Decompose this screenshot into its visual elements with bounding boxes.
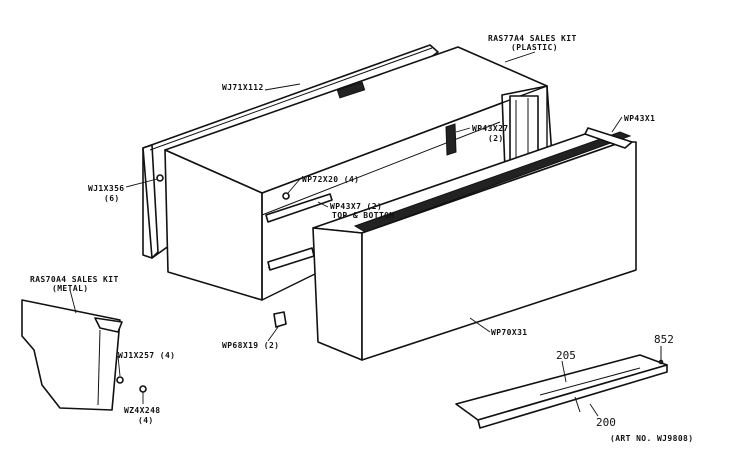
label-ras70a4: RAS70A4 SALES KIT — [30, 275, 119, 284]
part-labels: RAS77A4 SALES KIT (PLASTIC) WJ71X112 WP4… — [30, 34, 693, 443]
label-wp43x27: WP43X27 — [472, 124, 509, 133]
front-panel — [312, 127, 637, 361]
metal-side-kit — [21, 299, 147, 411]
label-ras77a4: RAS77A4 SALES KIT — [488, 34, 577, 43]
label-200: 200 — [596, 416, 616, 429]
label-plastic: (PLASTIC) — [511, 43, 558, 52]
label-wj71x112: WJ71X112 — [222, 83, 264, 92]
wall-case — [156, 46, 553, 301]
label-wp43x7: WP43X7 (2) — [330, 202, 382, 211]
label-852: 852 — [654, 333, 674, 346]
label-wz4x248: WZ4X248 — [124, 406, 161, 415]
label-wp43x1: WP43X1 — [624, 114, 655, 123]
label-205: 205 — [556, 349, 576, 362]
clip — [273, 311, 287, 328]
label-art-no: (ART NO. WJ9808) — [610, 434, 693, 443]
slide-kit — [455, 346, 668, 429]
label-wp43x27-qty: (2) — [488, 134, 504, 143]
label-metal: (METAL) — [52, 284, 89, 293]
label-wp68x19: WP68X19 (2) — [222, 341, 279, 350]
label-top-bottom: TOP & BOTTOM — [332, 211, 395, 220]
label-wp70x31: WP70X31 — [491, 328, 528, 337]
label-wj1x356: WJ1X356 — [88, 184, 125, 193]
label-wj1x257: WJ1X257 (4) — [118, 351, 175, 360]
label-wj1x356-qty: (6) — [104, 194, 120, 203]
label-wz4x248-qty: (4) — [138, 416, 154, 425]
leader-lines — [69, 51, 623, 417]
label-wp72x20: WP72X20 (4) — [302, 175, 359, 184]
